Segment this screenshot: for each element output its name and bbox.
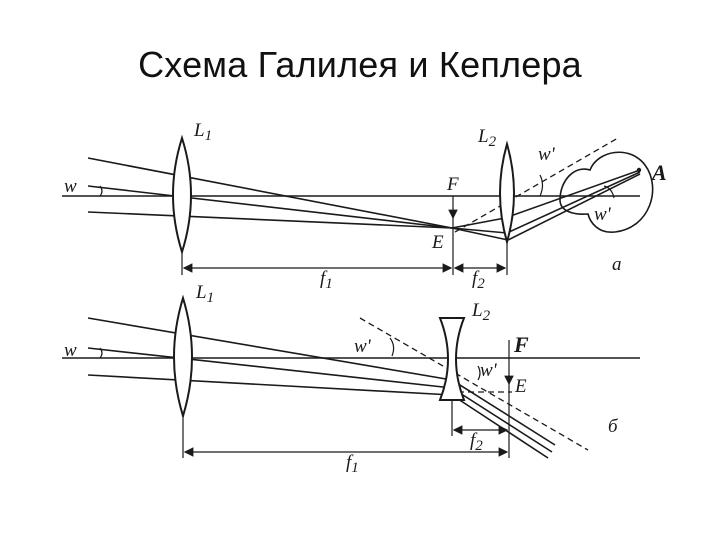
angle-w-b xyxy=(99,347,103,359)
panel-label-b: б xyxy=(608,416,619,437)
label-image-b: E xyxy=(514,376,527,397)
label-f1-a: f1 xyxy=(320,268,333,292)
lens-l2-b xyxy=(438,317,466,401)
panel-label-a: а xyxy=(612,254,622,275)
label-focus-a: F xyxy=(446,174,459,195)
ray-b-out-3 xyxy=(451,394,549,459)
dashed-line-b-1 xyxy=(359,317,589,451)
ray-a-5 xyxy=(451,227,508,234)
eye-point xyxy=(636,167,642,173)
ray-a-2 xyxy=(87,185,453,229)
ray-b-1 xyxy=(87,317,453,381)
ray-a-1 xyxy=(87,157,453,229)
dashed-line-a xyxy=(454,137,619,233)
label-focus-b: F xyxy=(513,332,529,357)
label-l2-a: L2 xyxy=(477,126,497,150)
galileo-diagram: L1 L2 F E w w' w' f2 f1 б xyxy=(62,282,640,476)
label-l1-a: L1 xyxy=(193,120,212,144)
label-eye-a: A xyxy=(650,160,667,185)
label-w-b: w xyxy=(64,340,77,361)
angle-w-a xyxy=(99,185,103,197)
ray-a-out-1 xyxy=(504,169,641,219)
angle-wprime-b xyxy=(389,337,395,357)
lens-l2-a xyxy=(499,140,515,246)
label-f1-b: f1 xyxy=(346,452,359,476)
label-wprime-a: w' xyxy=(538,144,556,165)
ray-b-out-1 xyxy=(451,379,556,446)
angle-eye-a xyxy=(603,185,615,199)
label-f2-a: f2 xyxy=(472,268,485,292)
label-image-a: E xyxy=(431,232,444,253)
label-wprime-b: w' xyxy=(354,336,372,357)
ray-a-out-3 xyxy=(507,173,641,241)
ray-a-6 xyxy=(451,227,509,241)
ray-a-3 xyxy=(87,211,453,229)
slide-title: Схема Галилея и Кеплера xyxy=(138,44,582,85)
label-f2-b: f2 xyxy=(470,430,483,454)
angle-near-b xyxy=(477,365,481,381)
eye-shape xyxy=(559,151,654,233)
label-l2-b: L2 xyxy=(471,300,491,324)
lens-l1-a xyxy=(172,134,192,256)
label-weye-a: w' xyxy=(594,204,612,225)
lens-l1-b xyxy=(173,294,193,420)
ray-b-out-2 xyxy=(451,387,553,453)
ray-b-2 xyxy=(87,347,453,389)
ray-b-3 xyxy=(87,374,453,396)
label-w-a: w xyxy=(64,176,77,197)
angle-wprime-a xyxy=(539,174,544,197)
ray-a-4 xyxy=(451,217,506,229)
label-l1-b: L1 xyxy=(195,282,214,306)
kepler-diagram: L1 L2 F E A w w' w' f1 f2 а xyxy=(62,120,667,292)
ray-a-out-2 xyxy=(506,171,641,234)
label-wnear-b: w' xyxy=(480,360,498,381)
